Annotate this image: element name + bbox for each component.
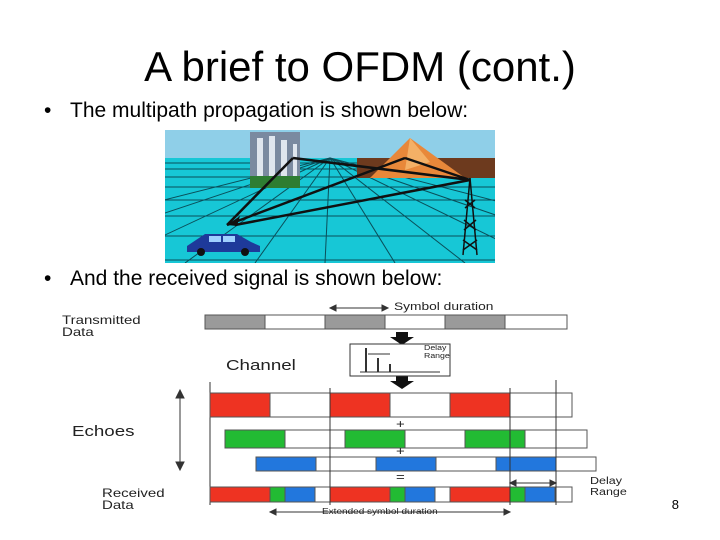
received-data-label: Received Data bbox=[102, 487, 165, 511]
echo-row-blue bbox=[255, 456, 597, 472]
signal-paths bbox=[226, 156, 471, 227]
delay-small-line2: Range bbox=[424, 353, 450, 360]
ofdm-echo-diagram: Transmitted Data Symbol duration Channel… bbox=[60, 300, 660, 522]
diagram-graphics bbox=[175, 304, 597, 516]
multipath-scene-illustration bbox=[165, 130, 495, 263]
channel-delay-range-label: Delay Range bbox=[424, 345, 450, 361]
symbol-boundaries bbox=[329, 380, 557, 505]
plus-sign: + bbox=[396, 444, 405, 458]
delay-range-line1: Delay bbox=[590, 476, 622, 487]
channel-impulse-box bbox=[349, 343, 451, 377]
bullet-multipath: • The multipath propagation is shown belo… bbox=[44, 98, 468, 124]
symbol-duration-label: Symbol duration bbox=[394, 301, 494, 313]
bullet-received: • And the received signal is shown below: bbox=[44, 266, 442, 292]
extended-duration-arrow bbox=[268, 508, 512, 516]
down-arrow bbox=[390, 332, 414, 345]
transmitted-data-row bbox=[204, 314, 568, 330]
arrow-head bbox=[227, 216, 240, 226]
echo-row-red bbox=[209, 392, 573, 418]
delay-range-line2: Range bbox=[590, 487, 627, 498]
bullet-text: The multipath propagation is shown below… bbox=[70, 99, 469, 122]
plus-sign: + bbox=[396, 417, 405, 431]
slide-title: A brief to OFDM (cont.) bbox=[144, 43, 576, 90]
tower bbox=[462, 177, 478, 256]
bullet-text: And the received signal is shown below: bbox=[70, 267, 443, 290]
delay-small-line1: Delay bbox=[424, 345, 447, 352]
equals-sign: = bbox=[396, 470, 405, 484]
transmitted-label-line1: Transmitted bbox=[62, 313, 141, 327]
down-arrow bbox=[390, 376, 414, 389]
car bbox=[187, 234, 260, 256]
transmitted-label-line2: Data bbox=[62, 325, 94, 339]
bullet-dot: • bbox=[44, 99, 52, 122]
echoes-label: Echoes bbox=[72, 423, 135, 440]
delay-range-label: Delay Range bbox=[590, 476, 627, 498]
channel-label: Channel bbox=[226, 357, 296, 374]
echo-row-green bbox=[224, 429, 588, 449]
delay-range-arrow bbox=[508, 479, 558, 487]
page-number: 8 bbox=[671, 497, 679, 512]
received-label-line2: Data bbox=[102, 498, 134, 512]
bullet-dot: • bbox=[44, 267, 52, 290]
symbol-duration-arrow bbox=[328, 304, 390, 312]
extended-symbol-duration-label: Extended symbol duration bbox=[322, 507, 438, 516]
received-data-row bbox=[209, 486, 573, 503]
sky bbox=[165, 130, 495, 158]
received-label-line1: Received bbox=[102, 486, 165, 500]
transmitted-data-label: Transmitted Data bbox=[62, 314, 141, 338]
echoes-bracket bbox=[175, 388, 185, 472]
